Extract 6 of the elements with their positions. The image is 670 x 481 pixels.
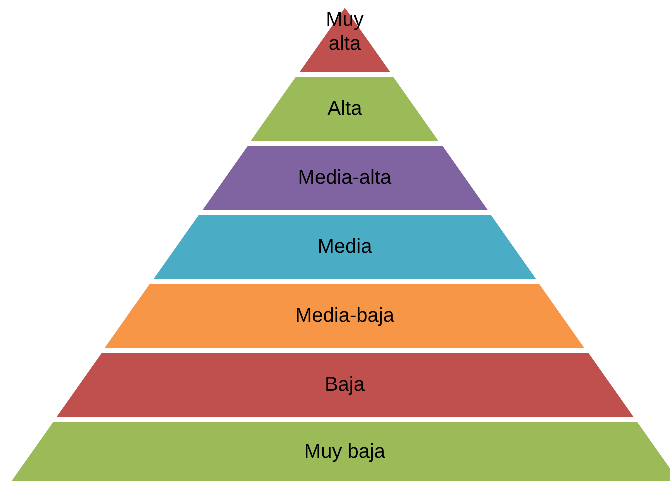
layer-label: Media xyxy=(318,235,372,259)
layer-label: Alta xyxy=(328,97,362,121)
layer-label: Media-baja xyxy=(296,304,394,328)
layer-label: Muy baja xyxy=(304,440,386,464)
layer-label: Media-alta xyxy=(298,166,392,190)
layer-label: Baja xyxy=(324,373,365,397)
